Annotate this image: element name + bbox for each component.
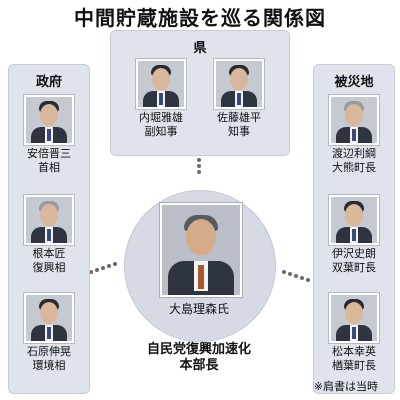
connector-dot-top: [197, 164, 201, 168]
person-abe: 安倍晋三 首相: [19, 95, 79, 174]
person-role: 大熊町長: [332, 161, 376, 174]
panel-disaster-area: 被災地 渡辺利綱 大熊町長 伊沢史朗 双葉町長 松本幸英 楢葉町長: [313, 64, 395, 394]
center-role-line1: 自民党復興加速化: [146, 342, 251, 357]
person-name: 安倍晋三: [27, 147, 71, 160]
panel-government-label: 政府: [35, 75, 62, 90]
person-role: 復興相: [32, 261, 66, 274]
center-person-role: 自民党復興加速化 本部長: [124, 342, 274, 374]
person-role: 楢葉町長: [332, 359, 376, 372]
person-name: 内堀雅雄: [139, 111, 183, 124]
connector-dot-top: [197, 170, 201, 174]
portrait-photo: [24, 195, 74, 245]
connector-dot-left: [95, 268, 99, 272]
person-name: 伊沢史朗: [332, 247, 376, 260]
person-izawa: 伊沢史朗 双葉町長: [324, 195, 384, 274]
person-role: 環境相: [32, 359, 66, 372]
portrait-photo: [329, 195, 379, 245]
person-role: 首相: [38, 161, 60, 174]
portrait-photo: [214, 59, 264, 109]
connector-dot-left: [89, 270, 93, 274]
person-name: 佐藤雄平: [217, 111, 261, 124]
person-role: 双葉町長: [332, 261, 376, 274]
portrait-photo: [329, 95, 379, 145]
portrait-photo: [24, 95, 74, 145]
connector-dot-right: [300, 276, 304, 280]
center-portrait-photo: [160, 203, 242, 297]
person-matsumoto: 松本幸英 楢葉町長: [324, 293, 384, 372]
footnote: ※肩書は当時: [313, 380, 378, 393]
person-sato: 佐藤雄平 知事: [209, 59, 269, 138]
panel-disaster-area-label: 被災地: [334, 75, 374, 90]
person-name: 石原伸晃: [27, 345, 71, 358]
panel-prefecture: 県 内堀雅雄 副知事 佐藤雄平 知事: [110, 30, 290, 156]
connector-dot-right: [288, 272, 292, 276]
connector-dot-left: [101, 266, 105, 270]
person-name: 根本匠: [32, 247, 66, 260]
person-ishihara: 石原伸晃 環境相: [19, 293, 79, 372]
connector-dot-left: [113, 262, 117, 266]
center-role-line2: 本部長: [179, 358, 219, 373]
panel-government: 政府 安倍晋三 首相 根本匠 復興相 石原伸晃 環境相: [8, 64, 90, 394]
person-name: 松本幸英: [332, 345, 376, 358]
connector-dot-top: [197, 158, 201, 162]
connector-dot-right: [306, 278, 310, 282]
person-name: 渡辺利綱: [332, 147, 376, 160]
person-watanabe: 渡辺利綱 大熊町長: [324, 95, 384, 174]
portrait-photo: [24, 293, 74, 343]
person-nemoto: 根本匠 復興相: [19, 195, 79, 274]
connector-dot-right: [282, 270, 286, 274]
person-role: 知事: [228, 125, 250, 138]
center-person-name: 大島理森氏: [168, 302, 229, 316]
person-uchibori: 内堀雅雄 副知事: [131, 59, 191, 138]
diagram-title: 中間貯蔵施設を巡る関係図: [74, 6, 326, 30]
portrait-photo: [329, 293, 379, 343]
connector-dot-left: [107, 264, 111, 268]
portrait-photo: [136, 59, 186, 109]
panel-prefecture-label: 県: [193, 41, 207, 56]
connector-dot-right: [294, 274, 298, 278]
person-role: 副知事: [144, 125, 178, 138]
